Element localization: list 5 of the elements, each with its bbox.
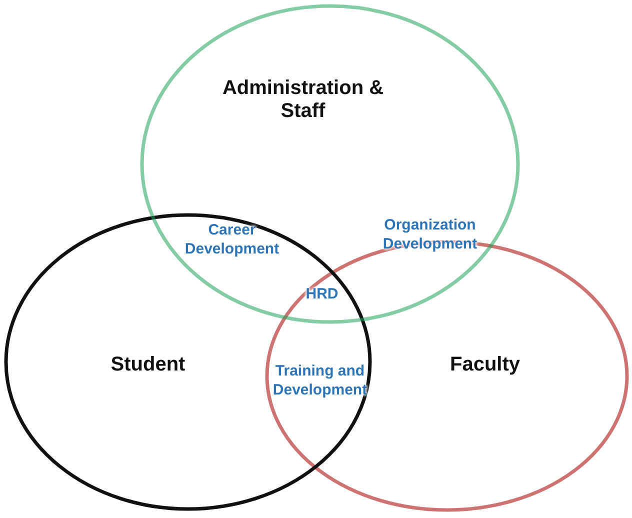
circle-title: Administration & Staff (221, 77, 385, 123)
overlap-label: Career Development (184, 221, 280, 259)
overlap-label: HRD (304, 286, 340, 304)
circle-title: Faculty (448, 354, 522, 376)
circle-title: Student (110, 354, 186, 376)
